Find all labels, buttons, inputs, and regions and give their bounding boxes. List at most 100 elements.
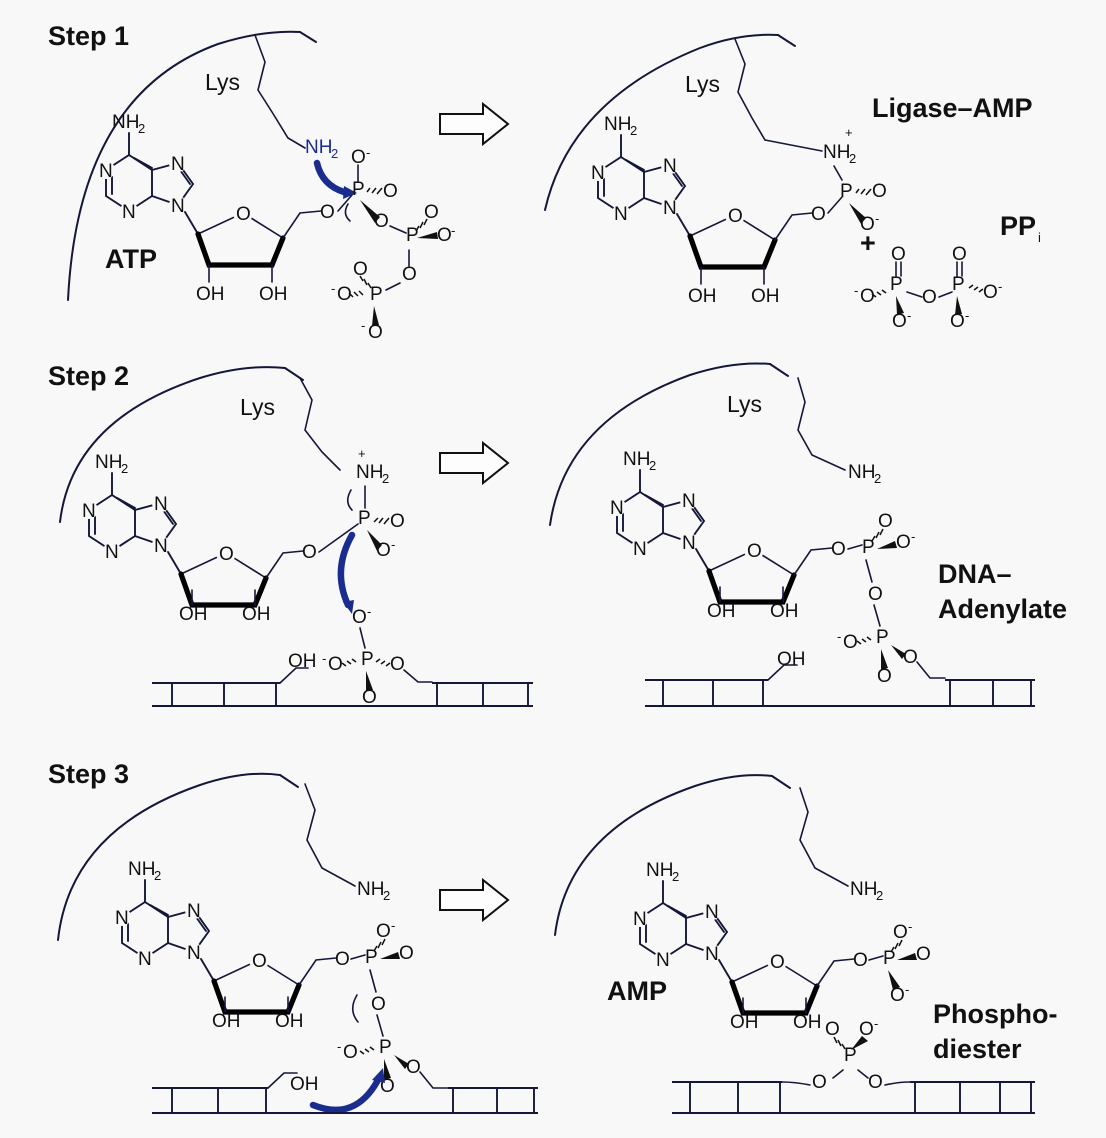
lysine-side-chain [299, 377, 341, 471]
gamma-o-up-hashes [359, 275, 372, 289]
amp-o-right-atom: O [872, 181, 887, 202]
dna-p-o-right-atom: O [903, 647, 918, 668]
alpha-phosphorus-atom: P [352, 179, 365, 200]
amp-o-up-atom: O [893, 922, 908, 943]
step1-reactant-group: Lys NH 2 N N NH 2 N N [67, 30, 455, 343]
ppi-p1-o-down-atom: O [892, 311, 907, 332]
adenine-n3-mask [631, 539, 649, 557]
dna-phosphate-o-p-bond [359, 627, 366, 649]
beta-o-right-charge: - [451, 223, 455, 238]
lysine-nh2-subscript: 2 [849, 151, 856, 166]
adenine-double-bond-2 [116, 497, 136, 509]
dna-adenylate-label-line1: DNA– [938, 559, 1012, 589]
adenine-n3-atom: N [105, 542, 119, 563]
ribose-oh3-atom: OH [707, 601, 736, 622]
dna-p-o-left-hashes [856, 636, 872, 645]
ribose-oh3-atom: OH [179, 604, 208, 625]
ribose-o4-atom: O [219, 544, 234, 565]
adenine-n3-atom: N [656, 950, 670, 971]
dna-p-o-left-charge: - [322, 651, 326, 666]
amp-o-down-wedge [849, 203, 866, 224]
adenine-double-bond-2 [149, 904, 169, 916]
enzyme-arc-tail [777, 34, 796, 47]
nucleophilic-attack-arrow [337, 531, 356, 609]
dna-p-o-right-hashes [375, 658, 391, 667]
lysine-nh2-atom: NH [850, 879, 877, 900]
ribose-oh3-atom: OH [688, 286, 717, 307]
nucleophilic-attack-arrow [309, 1076, 382, 1114]
amp-o-right-atom: O [390, 511, 405, 532]
amp-o-right-wedge [380, 952, 400, 959]
adenine-n9-mask [169, 196, 187, 214]
dna-p-o-down-wedge [384, 1059, 391, 1080]
phosphodiester-ester-bond-right [857, 1069, 869, 1079]
dna-p-o-left-hashes [341, 658, 357, 667]
ribose-ring-front [706, 568, 797, 605]
ppi-p2-o-up-atom: O [952, 244, 967, 265]
enzyme-arc [549, 362, 771, 526]
adenine-n1-mask [589, 163, 607, 181]
dna-3prime-oh-atom: OH [777, 649, 806, 670]
ribose-ring-front [687, 233, 778, 270]
enzyme-arc-tail [299, 31, 317, 43]
lysine-positive-charge: + [845, 125, 853, 140]
nucleophilic-attack-arrow [313, 159, 348, 196]
ribose-oh3-atom: OH [212, 1011, 241, 1032]
adenine-n7-atom: N [171, 154, 185, 175]
dna-p-o-left-atom: O [328, 654, 343, 675]
lysine-positive-charge: + [358, 446, 366, 461]
bond-cleavage-arrow [344, 203, 351, 222]
gamma-o-left-hashes [348, 290, 364, 298]
lysine-chain-to-n [764, 139, 823, 152]
ribose-o4-mask [233, 203, 253, 223]
adenine-n7-atom: N [705, 902, 719, 923]
ribose-o4-atom: O [770, 952, 785, 973]
ribose-o4-atom: O [747, 541, 762, 562]
adenine-n1-atom: N [115, 908, 129, 929]
adenine-n7-mask [169, 154, 187, 172]
ribose-oh2-atom: OH [793, 1012, 822, 1033]
enzyme-arc [57, 772, 281, 941]
dna-5prime-linker [403, 669, 433, 683]
nucleophilic-attack-arrowhead [343, 600, 354, 614]
ppi-bridge-bond-left [906, 291, 923, 298]
adenine-n1-atom: N [633, 909, 647, 930]
pyrophosphate-group: P O O - O - O P [854, 244, 1002, 332]
amp-o-down-atom: O [860, 214, 875, 235]
ribose-ring-front [211, 978, 302, 1015]
adenine-nh2-atom: NH [646, 860, 673, 881]
ribose-o4-atom: O [236, 204, 251, 225]
ribose-oh2-atom: OH [770, 601, 799, 622]
adenine-n3-mask [103, 542, 121, 560]
step2-reactant-group: Lys + NH 2 N N NH 2 N N [59, 366, 533, 708]
adenine-imidazole-double [195, 916, 207, 932]
gamma-o-up-atom: O [353, 259, 368, 280]
amp-o-down-charge: - [391, 537, 395, 552]
adenine-n7-mask [703, 902, 721, 920]
adenine-imidazole-double [713, 917, 725, 933]
ppi-p1-o-left-charge: - [854, 283, 858, 298]
ppi-p1-o-down-wedge [896, 296, 904, 315]
adenine-n1-atom: N [82, 501, 96, 522]
reaction-arrow-step3 [439, 877, 510, 923]
dna-phosphorus-atom: P [361, 649, 374, 670]
dna-p-o-down-wedge [366, 671, 373, 691]
ppi-p2-o-down-wedge [955, 296, 962, 315]
phosphodiester-o-upleft-atom: O [825, 1019, 840, 1040]
phosphodiester-o-left-atom: O [812, 1072, 827, 1093]
glycosidic-bond [200, 958, 215, 982]
alpha-bridge-o-atom: O [320, 202, 335, 223]
ribose-o4-mask [216, 543, 236, 563]
alpha-beta-bridge-o-atom: O [374, 211, 389, 232]
phosphodiester-o-upright-atom: O [859, 1019, 874, 1040]
adenine-nh2-atom: NH [604, 114, 631, 135]
adenine-n7-mask [661, 156, 679, 174]
adenine-nh2-subscript: 2 [672, 869, 679, 884]
amp-o-up-atom: O [878, 511, 893, 532]
lysine-side-chain [734, 38, 766, 141]
ppi-p1-atom: P [890, 274, 903, 295]
amp-o-up-hashes [373, 938, 386, 952]
ribose-ring-front [729, 979, 820, 1016]
o-p-bond [350, 954, 366, 960]
adenine-n3-mask [120, 202, 138, 220]
